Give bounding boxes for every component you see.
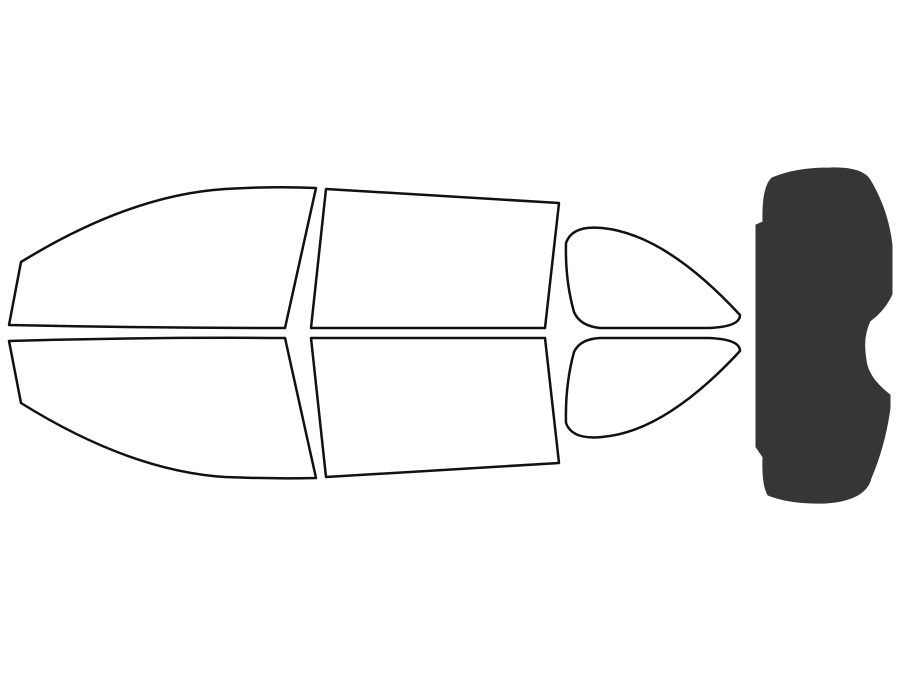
rear-windshield: [755, 167, 893, 504]
front-right-window: [7, 336, 318, 480]
rear-left-window: [309, 187, 561, 330]
rear-right-window: [309, 336, 561, 479]
left-quarter-window: [564, 226, 742, 330]
front-left-window: [7, 185, 318, 330]
right-quarter-window: [564, 336, 742, 439]
